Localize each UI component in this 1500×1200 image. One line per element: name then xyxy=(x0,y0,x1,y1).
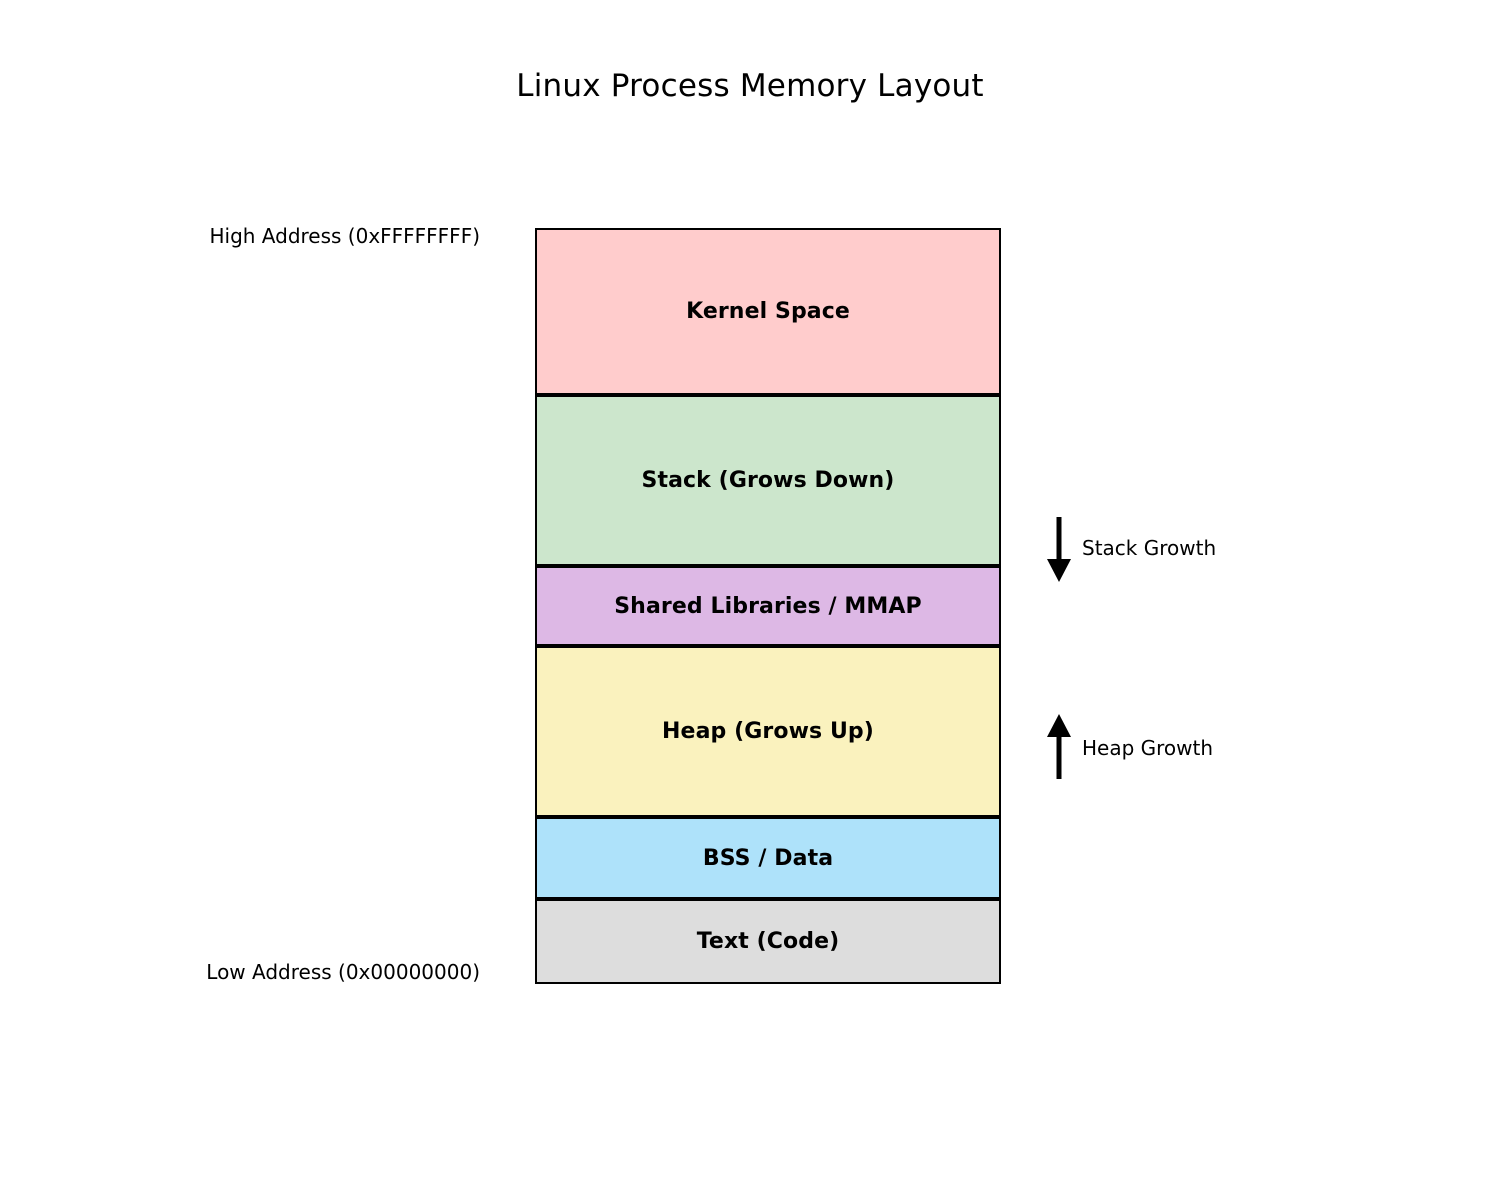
memory-block: BSS / Data xyxy=(535,817,1001,899)
memory-block: Text (Code) xyxy=(535,899,1001,984)
memory-block-label: Shared Libraries / MMAP xyxy=(614,593,922,619)
heap-growth-label: Heap Growth xyxy=(1082,736,1214,760)
memory-block-label: Text (Code) xyxy=(696,929,840,954)
arrow-down-icon xyxy=(1047,517,1071,582)
high-address-label: High Address (0xFFFFFFFF) xyxy=(209,224,480,248)
memory-block-label: Stack (Grows Down) xyxy=(641,468,895,493)
memory-block-label: BSS / Data xyxy=(702,845,834,871)
stack-growth-label: Stack Growth xyxy=(1082,536,1217,560)
memory-block-label: Heap (Grows Up) xyxy=(662,719,874,744)
memory-block: Shared Libraries / MMAP xyxy=(535,566,1001,646)
low-address-label: Low Address (0x00000000) xyxy=(206,960,480,984)
memory-block: Kernel Space xyxy=(535,228,1001,395)
arrow-up-icon xyxy=(1047,714,1071,779)
memory-block-label: Kernel Space xyxy=(686,299,850,324)
memory-block: Stack (Grows Down) xyxy=(535,395,1001,566)
memory-block: Heap (Grows Up) xyxy=(535,646,1001,817)
page-title: Linux Process Memory Layout xyxy=(516,68,984,104)
